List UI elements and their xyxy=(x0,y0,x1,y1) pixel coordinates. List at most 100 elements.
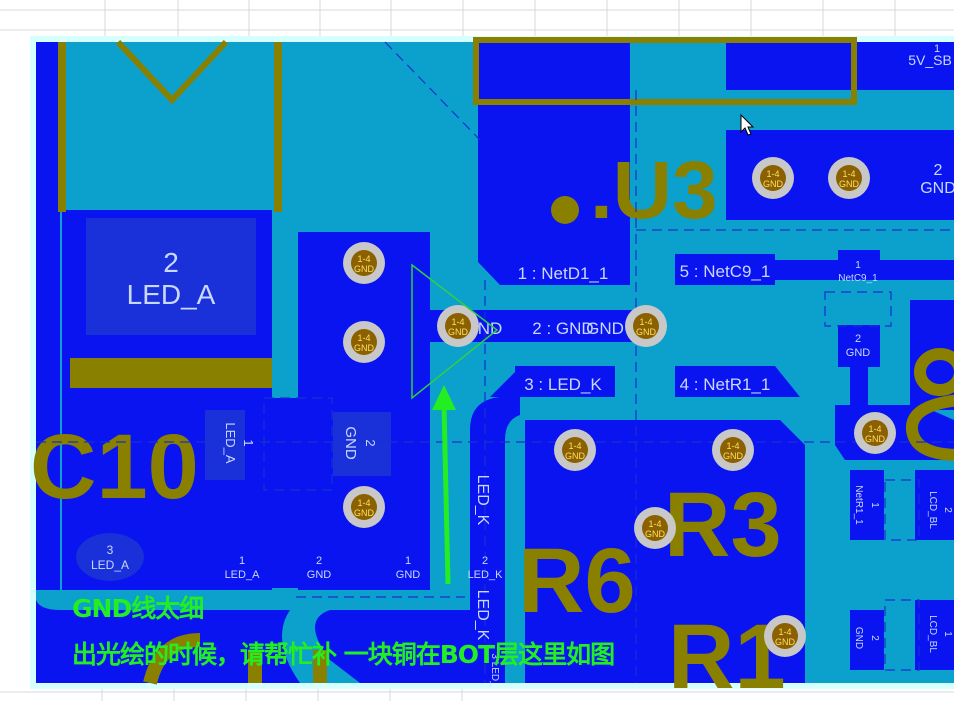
via-net: GND xyxy=(354,508,375,518)
via-layers: 1-4 xyxy=(357,254,370,264)
via-net: GND xyxy=(354,264,375,274)
vias: 1-4GND1-4GND1-4GND1-4GND1-4GND1-4GND1-4G… xyxy=(343,157,896,657)
via-layers: 1-4 xyxy=(357,498,370,508)
pad-netc9-small: NetC9_1 xyxy=(838,273,878,284)
via-net: GND xyxy=(763,179,784,189)
via-net: GND xyxy=(723,451,744,461)
svg-text:1: 1 xyxy=(942,631,953,637)
svg-text:2: 2 xyxy=(482,555,488,567)
silkscreen-outline xyxy=(58,37,954,685)
pad-v-gnd: GND xyxy=(342,426,359,460)
via-core xyxy=(562,437,588,463)
pad-b3: GND xyxy=(396,569,421,581)
pad-gnd-small-2: GND xyxy=(853,627,864,649)
pad-netr1: 4 : NetR1_1 xyxy=(680,375,771,394)
via-net: GND xyxy=(645,529,666,539)
pad-led-a3: LED_A xyxy=(91,558,129,572)
pad-gnd-right: GND xyxy=(920,180,954,197)
u3-pin1-marker xyxy=(551,196,579,224)
via-core xyxy=(445,313,471,339)
via-layers: 1-4 xyxy=(778,627,791,637)
pad-b4: LED_K xyxy=(468,569,504,581)
clearance-gap xyxy=(36,590,470,683)
pad-lcd-bl-1: LCD_BL xyxy=(927,615,938,653)
via-core xyxy=(351,329,377,355)
via-net: GND xyxy=(839,179,860,189)
mouse-cursor-icon xyxy=(740,113,755,136)
silk-r1: R1 xyxy=(668,606,786,701)
highlight-triangle xyxy=(411,263,499,400)
svg-text:1: 1 xyxy=(855,260,861,271)
via-net: GND xyxy=(565,451,586,461)
via-core xyxy=(351,250,377,276)
via-layers: 1-4 xyxy=(451,317,464,327)
via-layers: 1-4 xyxy=(648,519,661,529)
pad-netc9: 5 : NetC9_1 xyxy=(680,262,771,281)
pad-netd1: 1 : NetD1_1 xyxy=(518,264,609,283)
pad-netr1-small: NetR1_1 xyxy=(853,485,864,525)
trace-ledk-2: LED_K xyxy=(474,590,491,641)
annotation-line-1: GND线太细 xyxy=(72,594,204,623)
via-net: GND xyxy=(354,343,375,353)
pad-num: 2 xyxy=(163,247,179,278)
via-layers: 1-4 xyxy=(766,169,779,179)
via-core xyxy=(642,515,668,541)
via-layers: 1-4 xyxy=(639,317,652,327)
pad-ledk: 3 : LED_K xyxy=(524,375,602,394)
pad-b2: GND xyxy=(307,569,332,581)
via-core xyxy=(836,165,862,191)
pad-b1: LED_A xyxy=(225,569,261,581)
svg-text:2: 2 xyxy=(316,555,322,567)
pad-lcd-bl-2: LCD_BL xyxy=(927,491,938,529)
pad-labels: 2 LED_A 1 : NetD1_1 5 : NetC9_1 ND 2 : G… xyxy=(91,43,954,581)
svg-text:2: 2 xyxy=(934,162,943,179)
svg-text:1: 1 xyxy=(241,439,256,446)
pad-gnd2: 2 : GND xyxy=(532,319,593,338)
svg-text:1: 1 xyxy=(239,555,245,567)
via-core xyxy=(862,420,888,446)
annotation-line-2: 出光绘的时候，请帮忙补 一块铜在BOT层这里如图 xyxy=(72,640,615,669)
svg-text:1: 1 xyxy=(869,502,880,508)
trace-ledk: LED_K xyxy=(474,475,491,526)
pad-gnd-overlap: GND xyxy=(586,319,624,338)
svg-text:3 LED_: 3 LED_ xyxy=(489,653,500,687)
via-net: GND xyxy=(865,434,886,444)
svg-text:1: 1 xyxy=(405,555,411,567)
silk-u3: .U3 xyxy=(590,145,718,236)
via-core xyxy=(720,437,746,463)
via-layers: 1-4 xyxy=(868,424,881,434)
arrow-head-icon xyxy=(432,385,456,410)
svg-text:2: 2 xyxy=(942,507,953,513)
pad-gnd-left: ND xyxy=(478,319,503,338)
via-net: GND xyxy=(636,327,657,337)
silk-c10: C10 xyxy=(30,416,199,518)
silk-r6: R6 xyxy=(518,530,636,632)
pad-5v-sb: 5V_SB xyxy=(908,52,952,68)
svg-text:1: 1 xyxy=(934,43,940,55)
via-layers: 1-4 xyxy=(357,333,370,343)
svg-text:3: 3 xyxy=(107,543,114,557)
via-layers: 1-4 xyxy=(568,441,581,451)
svg-text:2: 2 xyxy=(363,439,378,446)
svg-text:2: 2 xyxy=(855,333,861,345)
via-core xyxy=(633,313,659,339)
silk-r3: R3 xyxy=(664,474,782,576)
annotation-arrow xyxy=(441,404,451,585)
pad-net: LED_A xyxy=(127,279,216,310)
via-net: GND xyxy=(448,327,469,337)
rotated-labels: 1 LED_A 2 GND LED_K LED_K 3 LED_ 1 NetR1… xyxy=(223,422,953,687)
via-core xyxy=(351,494,377,520)
svg-text:2: 2 xyxy=(869,635,880,641)
